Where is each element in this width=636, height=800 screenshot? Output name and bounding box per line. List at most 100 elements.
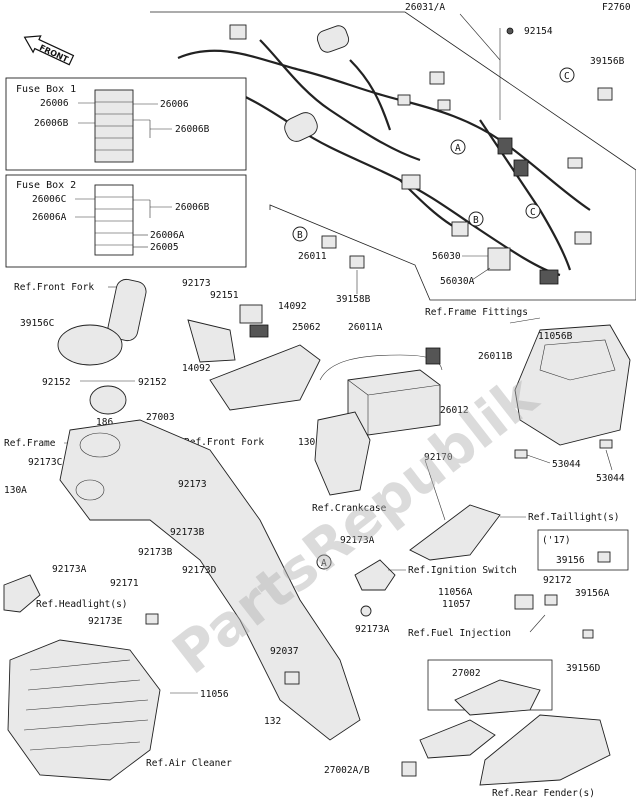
part-label: 92173 (178, 479, 207, 490)
harness-connector (437, 99, 451, 111)
part-label: 92173A (340, 535, 375, 546)
clip-part (145, 613, 159, 625)
fuse-box-1-title: Fuse Box 1 (16, 84, 76, 95)
ref-label: Ref.Front Fork (14, 282, 94, 293)
variant-note-box (537, 529, 629, 571)
part-label: 130 (298, 437, 315, 448)
part-label: 27002A/B (324, 765, 370, 776)
crankcase-bracket (314, 411, 371, 496)
part-label: 26031/A (405, 2, 445, 13)
circle-ref-b-mid: B (292, 226, 308, 242)
leader-line (605, 449, 613, 471)
circle-ref-a-mid: A (316, 554, 332, 570)
pad-part (599, 439, 613, 449)
leader-line (526, 454, 551, 464)
ref-label: Ref.Frame (4, 438, 56, 449)
harness-boot (284, 112, 318, 142)
clip-part (360, 605, 372, 617)
fuse-box-2: Fuse Box 2 26006C 26006B 26006A 26006A 2… (5, 174, 247, 268)
fuse-box-1: Fuse Box 1 26006 26006 26006B 26006B (5, 77, 247, 171)
harness-connector (401, 174, 421, 190)
headlight-bracket (3, 574, 41, 613)
relay-part (249, 324, 269, 338)
harness-connector (451, 221, 469, 237)
battery-case (514, 324, 631, 446)
svg-text:A: A (455, 143, 461, 154)
cushion-part (597, 87, 613, 101)
front-arrow-icon: FRONT (23, 35, 75, 66)
part-label: 92151 (210, 290, 239, 301)
harness-connector (539, 269, 559, 285)
svg-text:B: B (297, 230, 303, 241)
fuse-block (94, 184, 134, 256)
part-label: 92173A (52, 564, 87, 575)
battery-terminal (425, 347, 441, 365)
taillight-part (409, 504, 501, 561)
ref-label: Ref.Front Fork (184, 437, 264, 448)
part-label: 92154 (524, 26, 553, 37)
cushion-part (597, 551, 611, 563)
harness-relay (513, 159, 529, 177)
part-label: 26011B (478, 351, 513, 362)
leader-line (459, 13, 501, 61)
part-label: 27003 (146, 412, 175, 423)
diagram-code: F2760 (602, 2, 631, 13)
ignition-bracket (354, 559, 396, 591)
fuse-box-2-title: Fuse Box 2 (16, 180, 76, 191)
ref-label: Ref.Headlight(s) (36, 599, 128, 610)
harness-boot (316, 25, 350, 53)
fuse-label: 26006C (32, 194, 66, 205)
circle-ref-a-top: A (450, 139, 466, 155)
fuse-part (321, 235, 337, 249)
part-label: 39158B (336, 294, 371, 305)
fuse-label: 26006B (34, 118, 69, 129)
pad-part (514, 449, 528, 459)
part-label: 39156C (20, 318, 54, 329)
part-label: 39156D (566, 663, 601, 674)
part-label: 11056A (438, 587, 473, 598)
svg-text:A: A (321, 558, 327, 569)
harness-relay (497, 137, 513, 155)
part-label: 132 (264, 716, 281, 727)
ref-label: Ref.Air Cleaner (146, 758, 232, 769)
circle-ref-b-top: B (468, 211, 484, 227)
cushion-part (582, 629, 594, 639)
bracket-part (187, 319, 236, 363)
part-label: 92173D (182, 565, 217, 576)
part-label: 11057 (442, 599, 471, 610)
leader-line (509, 317, 541, 324)
air-cleaner (7, 639, 161, 781)
fuse-label: 26006 (160, 99, 189, 110)
fuse-label: 26005 (150, 242, 179, 253)
part-label: 56030 (432, 251, 461, 262)
svg-text:B: B (473, 215, 479, 226)
part-label: 27002 (452, 668, 481, 679)
connector-part (401, 761, 417, 777)
bolt-icon (506, 27, 514, 35)
harness-connector (229, 24, 247, 40)
part-label: 14092 (182, 363, 211, 374)
ecu-part (419, 719, 496, 759)
part-label: 92172 (543, 575, 572, 586)
harness-connector (574, 231, 592, 245)
part-label: 11056 (200, 689, 229, 700)
part-label: 92152 (42, 377, 71, 388)
part-label: 92170 (424, 452, 453, 463)
part-label: 92173B (138, 547, 173, 558)
cushion-part (544, 594, 558, 606)
harness-connector (429, 71, 445, 85)
fuse-label: 26006B (175, 202, 210, 213)
leader-line (529, 614, 546, 633)
part-label: 26011 (298, 251, 327, 262)
leader-line (424, 459, 446, 521)
part-label: 92173 (182, 278, 211, 289)
part-label: ('17) (542, 535, 571, 546)
rear-fender (479, 714, 611, 786)
upper-bracket (209, 344, 321, 411)
svg-text:C: C (564, 71, 570, 82)
part-label: 53044 (596, 473, 625, 484)
ecu-part (454, 679, 541, 716)
fuse-box-ecu (487, 247, 511, 271)
part-label: 92173E (88, 616, 123, 627)
